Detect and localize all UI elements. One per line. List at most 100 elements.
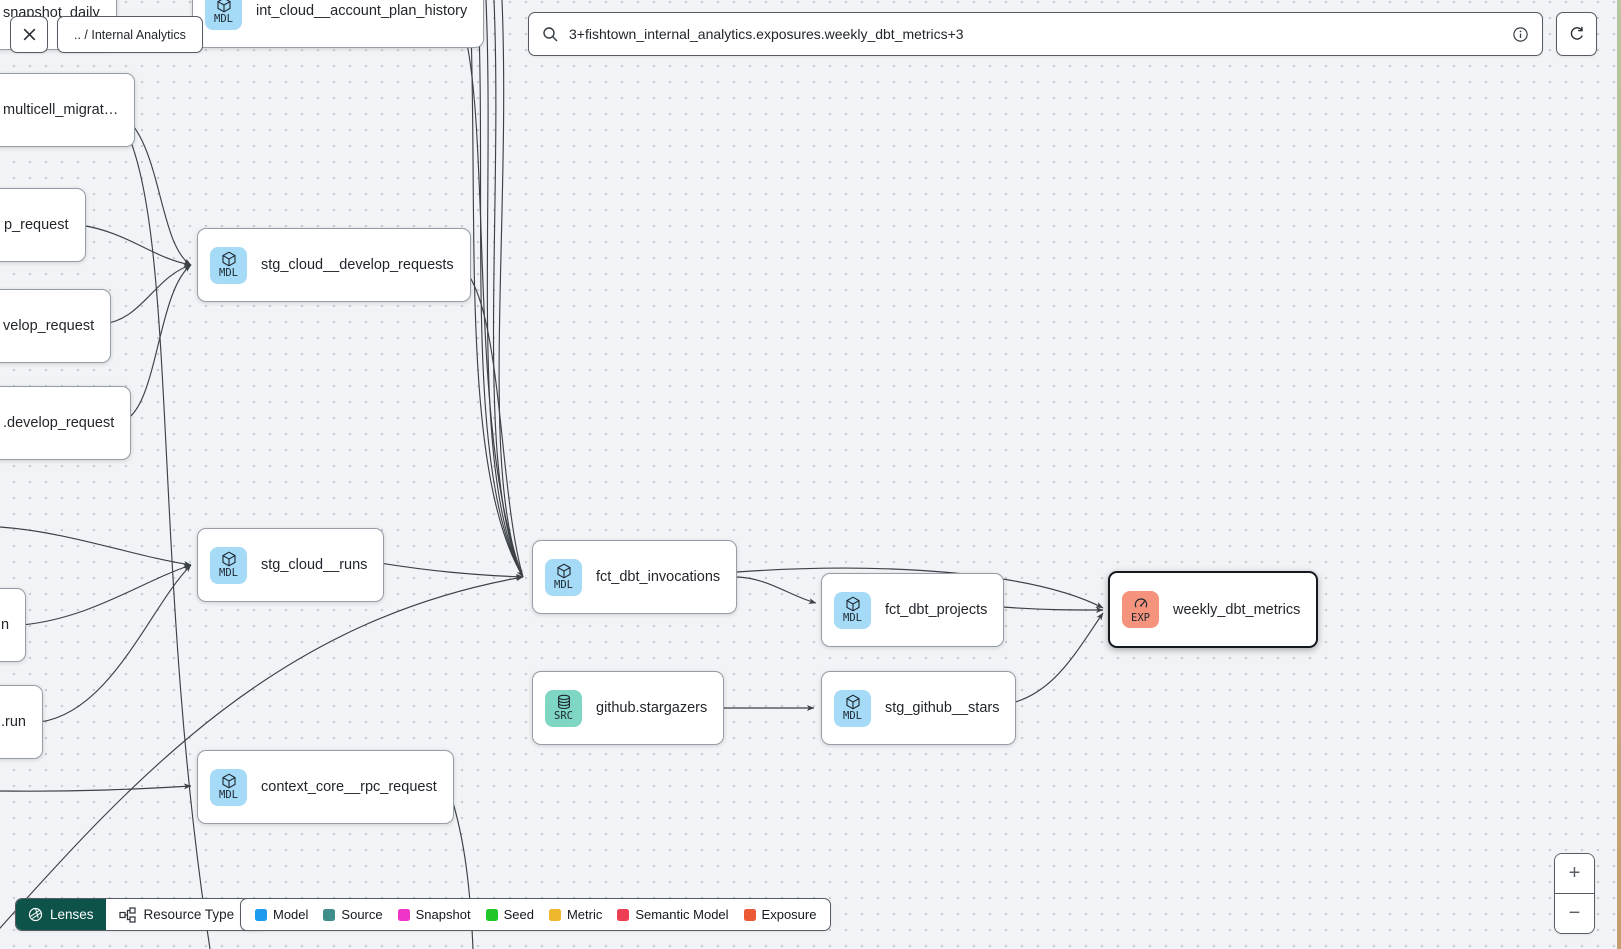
- node-label: .run: [1, 714, 26, 730]
- refresh-button[interactable]: [1556, 12, 1597, 56]
- database-icon: [556, 694, 572, 710]
- graph-node[interactable]: MDLn: [0, 588, 27, 662]
- lenses-button[interactable]: Lenses: [16, 899, 106, 930]
- legend-item: Snapshot: [397, 907, 471, 922]
- legend-label: Model: [273, 907, 309, 922]
- lineage-edge: [79, 224, 192, 267]
- legend-swatch: [323, 908, 336, 921]
- legend-swatch: [548, 908, 561, 921]
- zoom-controls: + −: [1554, 853, 1595, 934]
- graph-node[interactable]: MDL stg_cloud__runs: [197, 528, 385, 602]
- info-icon[interactable]: [1512, 26, 1529, 43]
- cube-icon: [221, 251, 237, 267]
- legend-label: Seed: [503, 907, 534, 922]
- lineage-edge: [1002, 606, 1104, 613]
- legend-label: Metric: [566, 907, 603, 922]
- graph-node[interactable]: MDLvelop_request: [0, 289, 112, 363]
- cube-icon: [221, 551, 237, 567]
- search-icon: [543, 26, 558, 41]
- cube-icon: [845, 596, 861, 612]
- node-type-badge: EXP: [1122, 591, 1159, 628]
- minus-icon: −: [1568, 902, 1581, 924]
- node-type-label: MDL: [554, 579, 573, 592]
- breadcrumb[interactable]: .. / Internal Analytics: [57, 16, 203, 53]
- legend-item: Semantic Model: [617, 907, 729, 922]
- node-type-badge: MDL: [210, 246, 247, 284]
- graph-node[interactable]: MDL fct_dbt_projects: [821, 573, 1005, 647]
- resource-type-icon: [118, 906, 136, 923]
- node-type-label: MDL: [214, 13, 233, 26]
- node-type-badge: MDL: [205, 0, 242, 30]
- node-type-badge: MDL: [210, 768, 247, 806]
- zoom-in-button[interactable]: +: [1555, 854, 1594, 893]
- search-input[interactable]: [569, 26, 1502, 42]
- lineage-edge: [736, 567, 1104, 609]
- graph-node[interactable]: EXP weekly_dbt_metrics: [1108, 571, 1319, 648]
- window-edge-strip: [1617, 0, 1621, 949]
- legend-swatch: [255, 908, 267, 921]
- graph-node[interactable]: MDLp_request: [0, 188, 86, 262]
- graph-node[interactable]: MDL.run: [0, 685, 43, 759]
- cube-icon: [845, 694, 861, 710]
- graph-node[interactable]: MDL.develop_request: [0, 386, 132, 460]
- zoom-out-button[interactable]: −: [1555, 893, 1594, 933]
- lens-icon: [28, 907, 43, 922]
- node-type-label: MDL: [843, 612, 862, 625]
- legend-label: Exposure: [761, 907, 817, 922]
- refresh-icon: [1570, 26, 1583, 40]
- graph-node[interactable]: MDL stg_github__stars: [821, 671, 1017, 745]
- node-type-badge: SRC: [545, 689, 582, 727]
- node-label: .develop_request: [3, 415, 115, 431]
- search-bar[interactable]: [528, 12, 1543, 56]
- node-type-label: SRC: [554, 710, 573, 723]
- node-type-badge: MDL: [545, 558, 582, 596]
- node-type-label: MDL: [219, 267, 238, 280]
- node-type-label: MDL: [219, 567, 238, 580]
- close-icon: [23, 28, 35, 41]
- legend-label: Semantic Model: [635, 907, 729, 922]
- lineage-edge: [0, 575, 524, 929]
- lineage-edge: [21, 564, 192, 626]
- node-label: velop_request: [3, 318, 95, 334]
- legend-item: Seed: [485, 907, 534, 922]
- breadcrumb-label: .. / Internal Analytics: [74, 27, 186, 42]
- node-label: weekly_dbt_metrics: [1173, 601, 1301, 618]
- cube-icon: [216, 0, 232, 13]
- lineage-edge: [119, 264, 192, 423]
- lineage-edge: [39, 564, 192, 723]
- graph-node[interactable]: MDLmulticell_migrat…: [0, 73, 136, 147]
- legend-item: Metric: [548, 907, 603, 922]
- node-label: multicell_migrat…: [3, 102, 119, 118]
- lenses-toolbar: Lenses Resource Type: [15, 898, 269, 931]
- node-label: int_cloud__account_plan_history: [256, 3, 468, 19]
- graph-node[interactable]: MDL int_cloud__account_plan_history: [192, 0, 485, 48]
- node-label: p_request: [4, 217, 69, 233]
- node-type-label: MDL: [219, 789, 238, 802]
- lineage-edge: [379, 562, 524, 580]
- node-label: stg_cloud__develop_requests: [261, 257, 454, 273]
- node-type-label: MDL: [843, 710, 862, 723]
- node-type-badge: MDL: [210, 546, 247, 584]
- graph-node[interactable]: SRC github.stargazers: [532, 671, 725, 745]
- lineage-edge: [477, 0, 524, 578]
- legend-item: Model: [255, 907, 308, 922]
- graph-node[interactable]: MDL stg_cloud__develop_requests: [197, 228, 471, 302]
- lineage-edge: [102, 264, 192, 325]
- resource-type-button[interactable]: Resource Type: [106, 899, 268, 930]
- node-type-label: EXP: [1131, 611, 1150, 624]
- node-label: fct_dbt_projects: [885, 602, 988, 618]
- close-button[interactable]: [10, 16, 48, 53]
- node-type-badge: MDL: [834, 689, 871, 727]
- node-label: github.stargazers: [596, 700, 708, 716]
- legend-item: Exposure: [743, 907, 817, 922]
- legend-label: Snapshot: [415, 907, 471, 922]
- legend-swatch: [397, 908, 410, 921]
- node-label: stg_github__stars: [885, 700, 1000, 716]
- legend-swatch: [617, 908, 630, 921]
- node-type-badge: MDL: [834, 591, 871, 629]
- node-label: stg_cloud__runs: [261, 557, 368, 573]
